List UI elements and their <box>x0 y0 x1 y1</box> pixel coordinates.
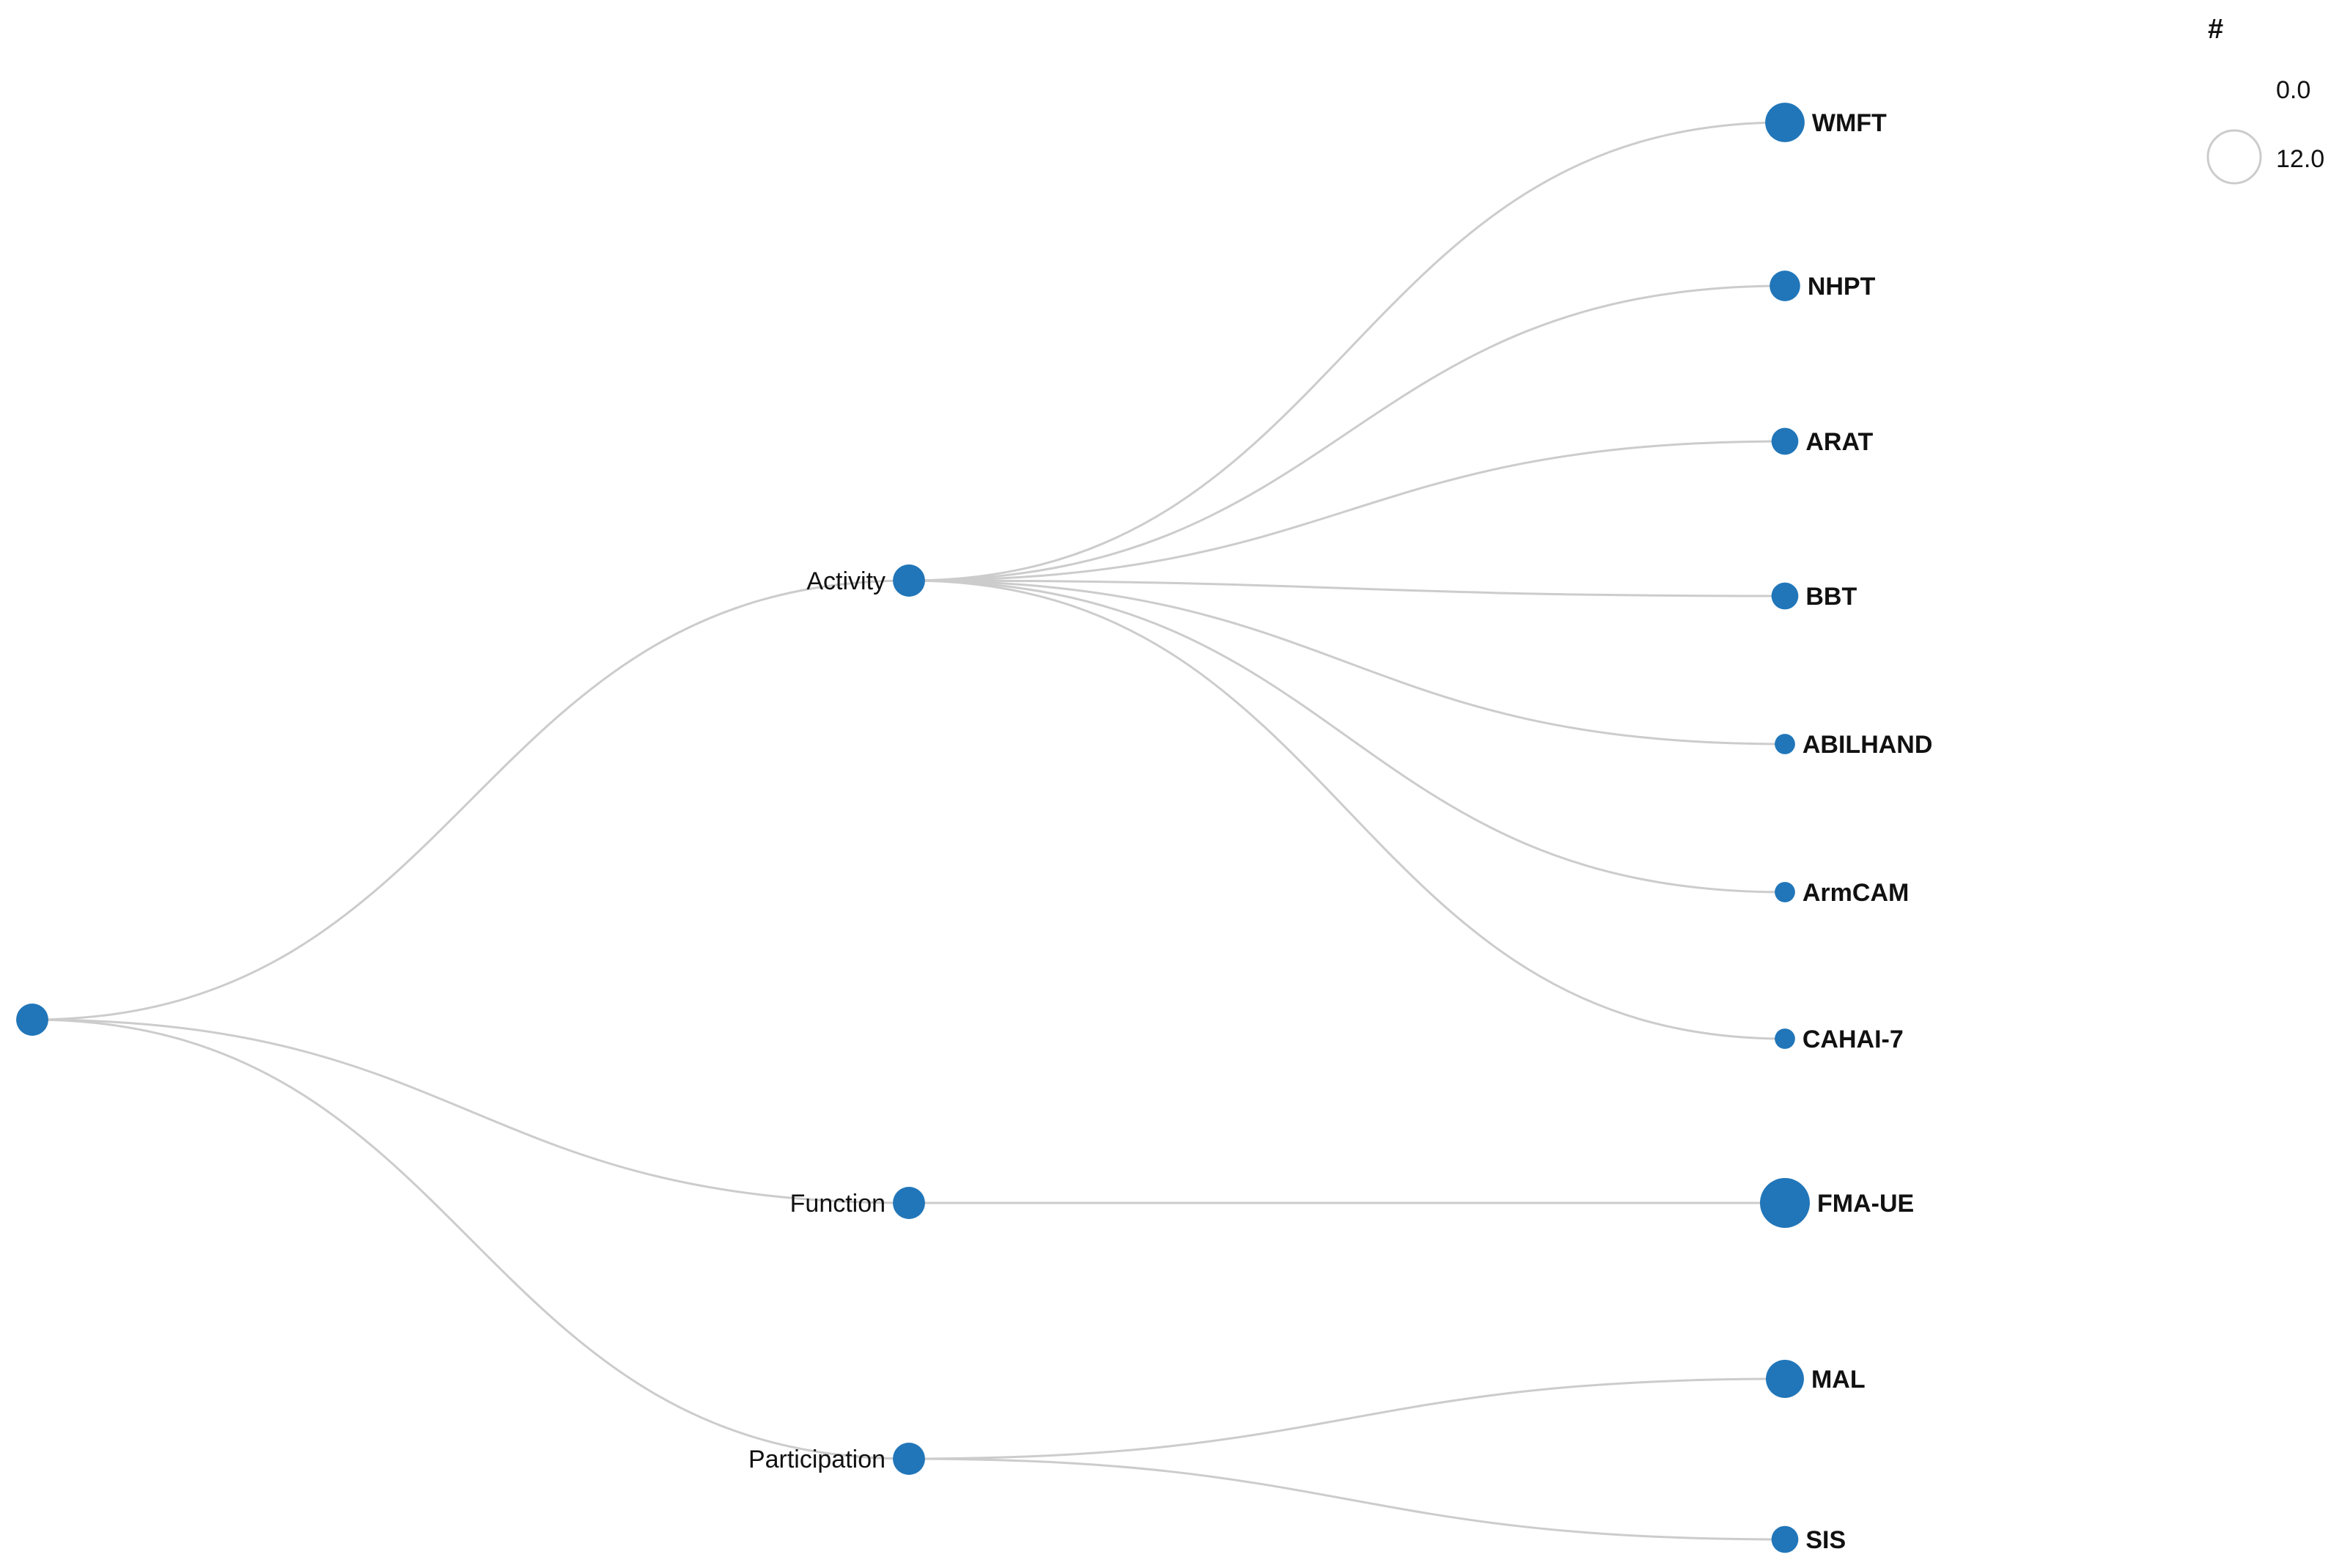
leaf-label-cahai-7: CAHAI-7 <box>1802 1026 1904 1053</box>
link-participation-mal <box>908 1377 1786 1460</box>
leaf-node-sis[interactable] <box>1771 1525 1799 1553</box>
link-activity-abilhand <box>908 579 1786 746</box>
leaf-node-bbt[interactable] <box>1771 582 1799 610</box>
link-activity-wmft <box>908 121 1786 582</box>
leaf-label-wmft: WMFT <box>1812 109 1887 137</box>
tree-nodes <box>16 103 1810 1553</box>
leaf-node-armcam[interactable] <box>1775 882 1795 902</box>
leaf-label-nhpt: NHPT <box>1808 273 1876 301</box>
link-activity-cahai-7 <box>908 579 1786 1040</box>
leaf-label-abilhand: ABILHAND <box>1802 731 1933 759</box>
legend-min-label: 0.0 <box>2276 76 2310 104</box>
link-activity-nhpt <box>908 284 1786 582</box>
label-function: Function <box>790 1190 885 1218</box>
link-activity-arat <box>908 440 1786 582</box>
root-node[interactable] <box>16 1004 48 1036</box>
leaf-label-fma-ue: FMA-UE <box>1817 1190 1914 1218</box>
label-participation: Participation <box>748 1446 885 1473</box>
leaf-node-nhpt[interactable] <box>1770 270 1800 301</box>
legend-max-label: 12.0 <box>2276 145 2324 173</box>
size-legend: # 0.0 12.0 <box>2206 14 2324 185</box>
link-activity-armcam <box>908 579 1786 894</box>
leaf-label-mal: MAL <box>1811 1366 1866 1394</box>
label-activity: Activity <box>806 567 885 595</box>
link-participation-sis <box>908 1457 1786 1541</box>
node-function[interactable] <box>893 1187 925 1219</box>
leaf-node-mal[interactable] <box>1766 1360 1804 1398</box>
legend-size-circle <box>2206 129 2262 185</box>
link-activity-bbt <box>908 579 1786 597</box>
node-activity[interactable] <box>893 564 925 597</box>
legend-title: # <box>2208 14 2223 45</box>
link-root-function <box>32 1018 910 1204</box>
leaf-label-arat: ARAT <box>1805 428 1873 456</box>
leaf-node-fma-ue[interactable] <box>1760 1178 1810 1228</box>
leaf-label-bbt: BBT <box>1805 583 1857 611</box>
leaf-label-armcam: ArmCAM <box>1802 879 1909 907</box>
leaf-node-cahai-7[interactable] <box>1775 1028 1795 1049</box>
leaf-node-wmft[interactable] <box>1765 103 1805 142</box>
link-root-activity <box>32 579 910 1021</box>
tree-links <box>32 121 1786 1541</box>
tree-labels: Activity WMFT NHPT ARAT BBT ABILHAND ArmCAM CAH… <box>748 109 1932 1554</box>
link-root-participation <box>32 1018 910 1460</box>
leaf-label-sis: SIS <box>1805 1526 1846 1554</box>
leaf-node-arat[interactable] <box>1771 427 1799 455</box>
node-participation[interactable] <box>893 1443 925 1475</box>
leaf-node-abilhand[interactable] <box>1775 734 1795 754</box>
